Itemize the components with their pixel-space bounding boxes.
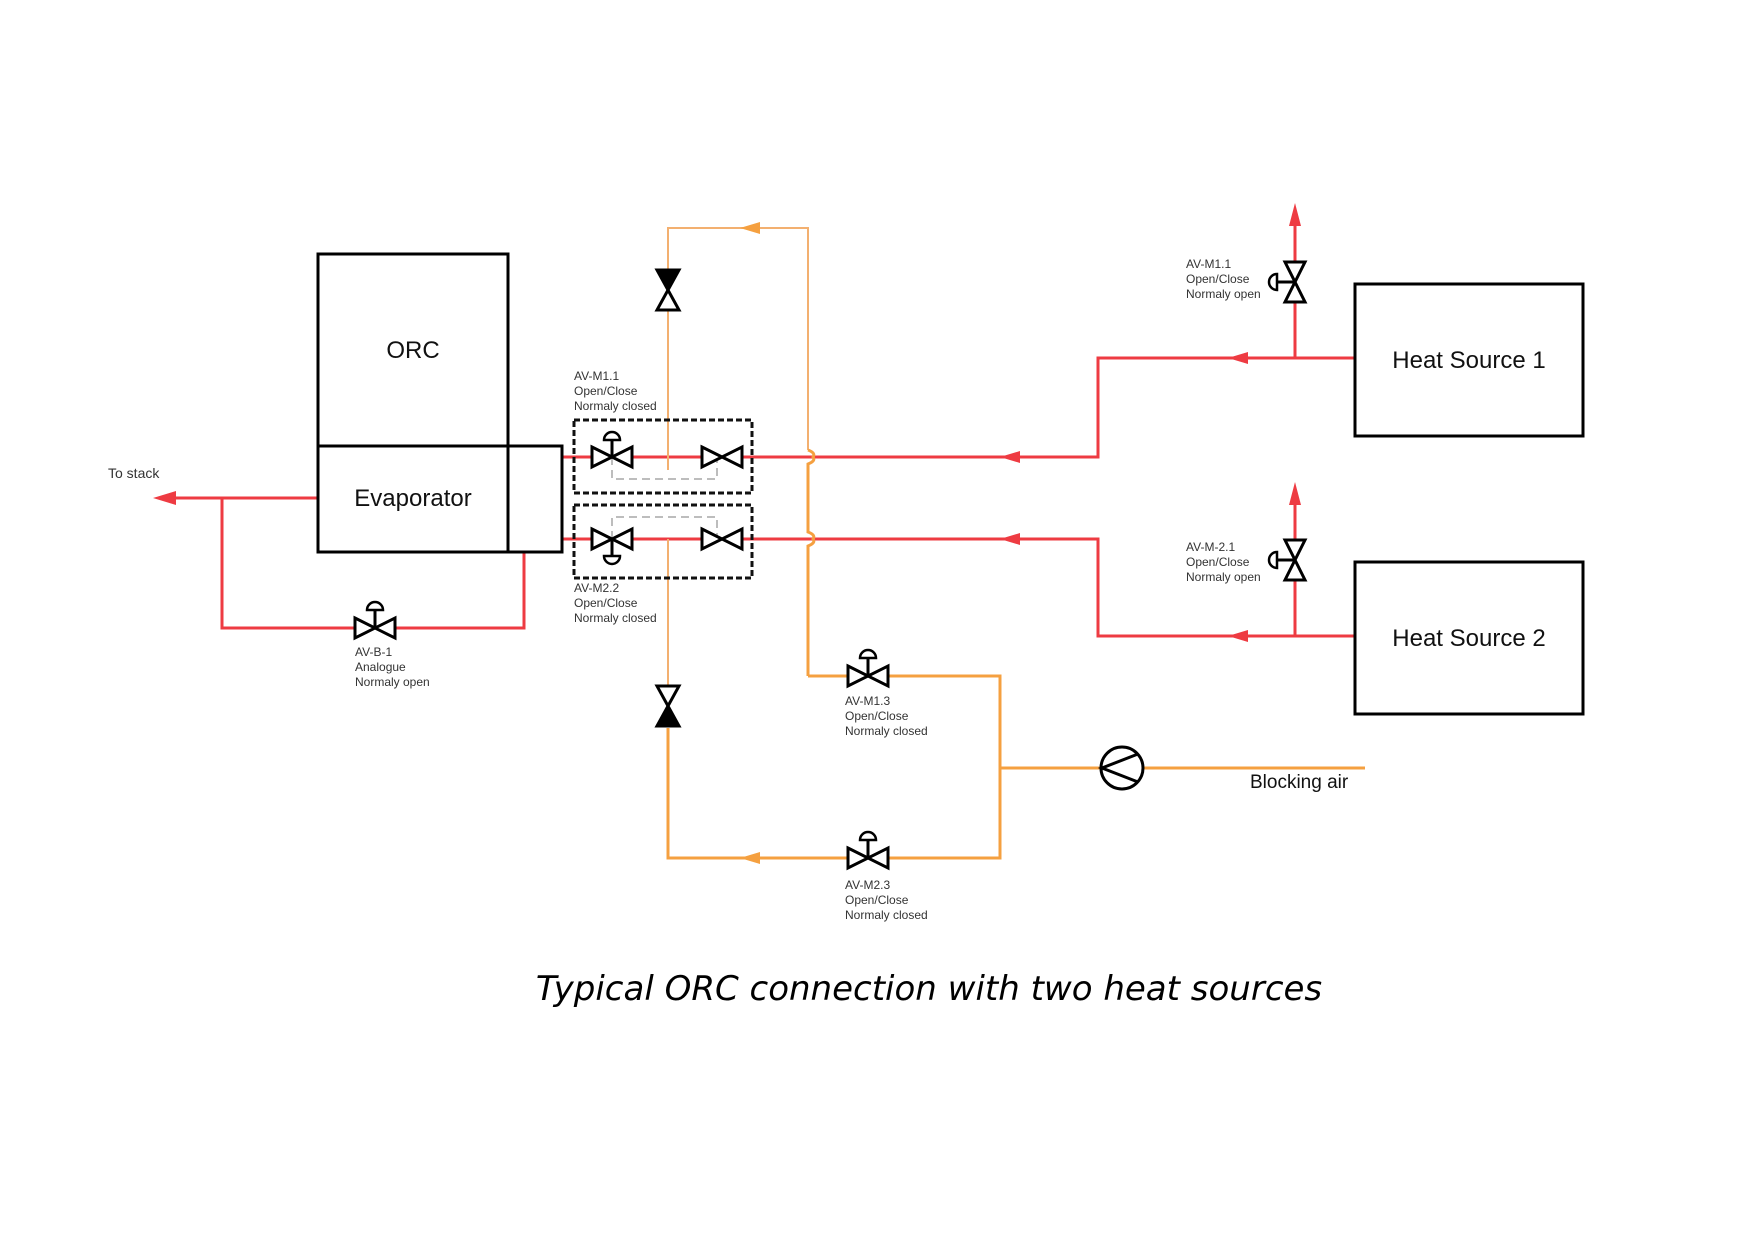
- valve-av-m13[interactable]: [846, 648, 890, 689]
- blocking-air-arrows: [740, 222, 760, 864]
- arrow-icon: [1000, 451, 1020, 463]
- actuator-icon: [1267, 550, 1279, 570]
- actuator-icon: [858, 830, 878, 842]
- valve-icon: [700, 526, 744, 552]
- valve-label-av-m11-bypass: AV-M1.1 Open/Close Normaly open: [1186, 257, 1261, 301]
- arrow-icon: [740, 222, 760, 234]
- evaporator-unit[interactable]: Evaporator: [316, 444, 564, 554]
- hot-gas-arrows: [153, 203, 1301, 642]
- valve-type: Open/Close: [845, 709, 909, 723]
- valve-label-av-m22: AV-M2.2 Open/Close Normaly closed: [574, 581, 657, 625]
- valve-state: Normaly closed: [845, 908, 928, 922]
- valve-type: Open/Close: [1186, 555, 1250, 569]
- arrow-up-icon: [1289, 203, 1301, 226]
- valve-icon: [700, 444, 744, 470]
- valve-state: Normaly closed: [574, 611, 657, 625]
- valve-type: Analogue: [355, 660, 406, 674]
- valve-av-m23[interactable]: [846, 830, 890, 871]
- valve-tag: AV-M2.2: [574, 581, 619, 595]
- valve-state: Normaly closed: [574, 399, 657, 413]
- pipe-hs2-outlet: [560, 537, 1355, 638]
- valve-tag: AV-M2.3: [845, 878, 890, 892]
- valve-state: Normaly closed: [845, 724, 928, 738]
- arrow-icon: [1228, 630, 1248, 642]
- valve-av-m11-inlet[interactable]: [590, 430, 634, 470]
- valve-state: Normaly open: [1186, 570, 1261, 584]
- fan-blade-icon: [1097, 752, 1139, 784]
- heat-source-2-box[interactable]: [1353, 560, 1585, 716]
- valve-label-av-m13: AV-M1.3 Open/Close Normaly closed: [845, 694, 928, 738]
- valve-tag: AV-M-2.1: [1186, 540, 1235, 554]
- actuator-icon: [602, 554, 622, 566]
- check-valve-bottom[interactable]: [654, 684, 682, 728]
- valve-group-1-manual[interactable]: [700, 444, 744, 470]
- heat-source-1[interactable]: Heat Source 1: [1353, 282, 1585, 438]
- pipe-air-hop-1: [806, 448, 816, 676]
- pipe-air-m13-branch: [666, 674, 1002, 860]
- valve-label-av-m21-bypass: AV-M-2.1 Open/Close Normaly open: [1186, 540, 1261, 584]
- valve-av-m21-bypass[interactable]: [1267, 538, 1308, 582]
- blocking-air-label: Blocking air: [1250, 772, 1349, 793]
- valve-link-2: [611, 516, 718, 539]
- orc-box[interactable]: [316, 252, 510, 448]
- actuator-icon: [1267, 272, 1279, 292]
- blocking-air-fan[interactable]: [1097, 745, 1145, 791]
- arrow-icon: [153, 491, 176, 505]
- heat-source-2[interactable]: Heat Source 2: [1353, 560, 1585, 716]
- valve-type: Open/Close: [574, 596, 638, 610]
- valve-label-av-m11-inlet: AV-M1.1 Open/Close Normaly closed: [574, 369, 657, 413]
- valve-tag: AV-M1.1: [574, 369, 619, 383]
- heat-source-1-label: Heat Source 1: [1392, 347, 1545, 374]
- actuator-icon: [602, 430, 622, 442]
- check-valve-icon: [654, 684, 682, 710]
- valve-state: Normaly open: [355, 675, 430, 689]
- orc-label: ORC: [386, 337, 439, 364]
- arrow-icon: [1228, 352, 1248, 364]
- valve-type: Open/Close: [574, 384, 638, 398]
- blocking-air-pipes: [666, 227, 1365, 860]
- pipe-hs1-outlet: [560, 356, 1355, 459]
- check-valve-top[interactable]: [654, 268, 682, 312]
- valve-label-av-m23: AV-M2.3 Open/Close Normaly closed: [845, 878, 928, 922]
- valve-tag: AV-M1.1: [1186, 257, 1231, 271]
- valve-state: Normaly open: [1186, 287, 1261, 301]
- check-valve-icon: [654, 286, 682, 312]
- heat-source-2-label: Heat Source 2: [1392, 625, 1545, 652]
- valve-av-m22[interactable]: [590, 526, 634, 566]
- evaporator-label: Evaporator: [354, 485, 471, 512]
- valve-av-m11-bypass[interactable]: [1267, 260, 1308, 304]
- valve-tag: AV-M1.3: [845, 694, 890, 708]
- orc-unit[interactable]: ORC: [316, 252, 510, 448]
- check-valve-icon: [654, 702, 682, 728]
- figure-caption: Typical ORC connection with two heat sou…: [536, 969, 1322, 1009]
- evaporator-box[interactable]: [316, 444, 510, 554]
- heat-source-1-box[interactable]: [1353, 282, 1585, 438]
- valve-type: Open/Close: [845, 893, 909, 907]
- to-stack-label: To stack: [108, 465, 160, 481]
- valve-tag: AV-B-1: [355, 645, 392, 659]
- check-valve-icon: [654, 268, 682, 294]
- valve-av-b1[interactable]: [353, 600, 397, 641]
- actuator-icon: [858, 648, 878, 660]
- valve-type: Open/Close: [1186, 272, 1250, 286]
- valve-label-av-b1: AV-B-1 Analogue Normaly open: [355, 645, 430, 689]
- evaporator-inlet-box[interactable]: [506, 444, 564, 554]
- arrow-up-icon: [1289, 482, 1301, 505]
- valve-link-1: [611, 457, 718, 480]
- pipe-air-top: [667, 227, 809, 470]
- valve-group-2-manual[interactable]: [700, 526, 744, 552]
- arrow-icon: [1000, 533, 1020, 545]
- arrow-icon: [740, 852, 760, 864]
- actuator-icon: [365, 600, 385, 612]
